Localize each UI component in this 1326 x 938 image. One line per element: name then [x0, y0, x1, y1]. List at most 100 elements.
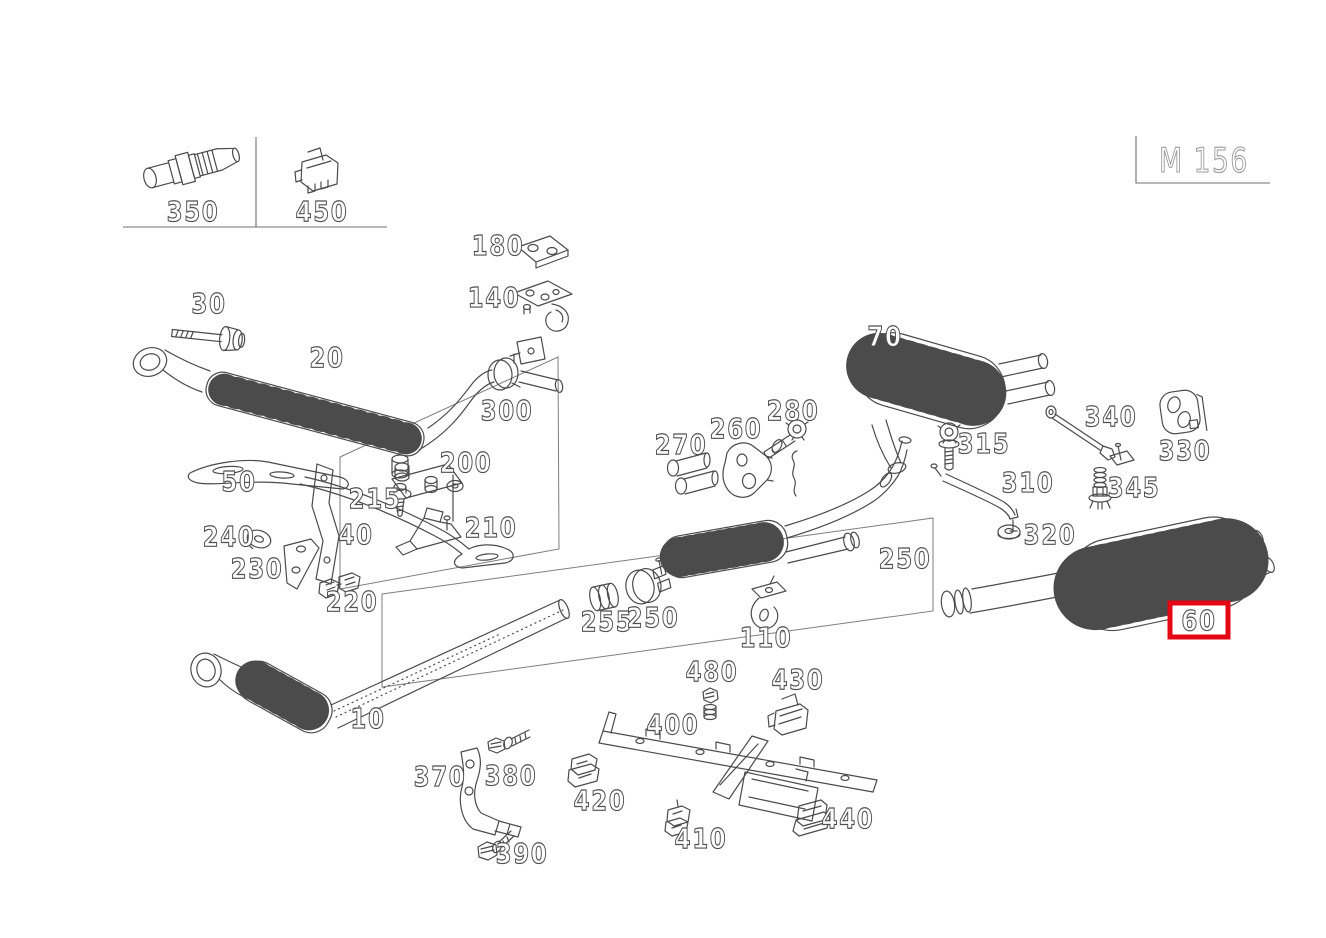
- part-number-text: 110: [740, 622, 793, 655]
- part-callout-400[interactable]: 400: [646, 708, 700, 742]
- part-callout-280[interactable]: 280: [766, 394, 820, 428]
- part-callout-320[interactable]: 320: [1023, 518, 1077, 552]
- part-400-drawing: [598, 711, 878, 822]
- part-callout-30[interactable]: 30: [191, 287, 226, 321]
- part-callout-40[interactable]: 40: [338, 518, 373, 552]
- part-number-text: 255: [581, 606, 634, 639]
- part-callout-180[interactable]: 180: [471, 229, 525, 263]
- part-number-text: 180: [472, 230, 525, 263]
- part-380-drawing: [487, 729, 531, 754]
- part-220-drawing: [318, 572, 361, 599]
- part-callout-480[interactable]: 480: [685, 655, 739, 689]
- part-number-text: 60: [1181, 605, 1216, 638]
- part-300-drawing: [487, 352, 521, 391]
- part-number-text: 315: [958, 428, 1011, 461]
- part-callout-370[interactable]: 370: [413, 760, 467, 794]
- part-number-text: 215: [349, 483, 402, 516]
- part-callout-410[interactable]: 410: [674, 822, 728, 856]
- part-number-text: 310: [1002, 467, 1055, 500]
- part-250-left-drawing: [625, 557, 672, 605]
- part-callout-10[interactable]: 10: [350, 702, 385, 736]
- part-callout-390[interactable]: 390: [495, 837, 549, 871]
- legend-frame: [123, 137, 387, 228]
- part-110-drawing: [750, 575, 787, 630]
- part-callout-230[interactable]: 230: [230, 552, 284, 586]
- part-number-text: 40: [338, 519, 373, 552]
- part-number-text: 400: [647, 709, 700, 742]
- part-callout-220[interactable]: 220: [325, 585, 379, 619]
- part-callout-340[interactable]: 340: [1084, 400, 1138, 434]
- part-260-drawing: [722, 442, 774, 498]
- part-callout-260[interactable]: 260: [709, 412, 763, 446]
- part-number-text: 210: [465, 512, 518, 545]
- part-callout-50[interactable]: 50: [221, 465, 256, 499]
- part-230-drawing: [283, 538, 320, 590]
- part-50-drawing: [187, 459, 514, 569]
- part-320-drawing: [997, 524, 1021, 540]
- part-345-drawing: [1088, 466, 1112, 510]
- part-number-text: 420: [574, 785, 627, 818]
- part-callout-450[interactable]: 450: [295, 195, 349, 229]
- part-callout-200[interactable]: 200: [439, 446, 493, 480]
- part-450-drawing: [294, 147, 339, 194]
- model-code-text: M 156: [1159, 142, 1249, 181]
- part-callout-250[interactable]: 250: [878, 542, 932, 576]
- part-number-text: 300: [481, 395, 534, 428]
- part-callout-430[interactable]: 430: [771, 663, 825, 697]
- part-callout-315[interactable]: 315: [957, 427, 1011, 461]
- part-10-drawing: [190, 599, 570, 735]
- part-480-drawing: [702, 687, 719, 721]
- part-callout-215[interactable]: 215: [348, 482, 402, 516]
- part-callout-350[interactable]: 350: [166, 195, 220, 229]
- part-number-text: 10: [350, 703, 385, 736]
- part-callout-210[interactable]: 210: [464, 511, 518, 545]
- model-code: M 156: [1159, 141, 1249, 181]
- part-number-text: 240: [203, 521, 256, 554]
- part-440-drawing: [792, 799, 831, 837]
- part-370-drawing: [459, 747, 522, 838]
- part-number-text: 280: [767, 395, 820, 428]
- part-number-text: 380: [485, 760, 538, 793]
- part-callout-330[interactable]: 330: [1158, 434, 1212, 468]
- part-330-drawing: [1159, 389, 1208, 435]
- part-number-text: 250: [879, 543, 932, 576]
- part-callout-440[interactable]: 440: [821, 802, 875, 836]
- part-number-text: 20: [309, 342, 344, 375]
- part-240-drawing: [246, 529, 272, 550]
- center-muffler-drawing: [659, 436, 912, 579]
- part-callout-250[interactable]: 250: [626, 601, 680, 635]
- part-70-drawing: [846, 332, 1056, 474]
- part-number-text: 390: [496, 838, 549, 871]
- model-code-frame: [1135, 136, 1270, 184]
- part-callout-60-highlighted[interactable]: 60: [1167, 600, 1231, 640]
- part-number-text: 340: [1085, 401, 1138, 434]
- part-140-drawing: [513, 280, 573, 332]
- part-200-drawing: [391, 462, 464, 522]
- part-callout-240[interactable]: 240: [202, 520, 256, 554]
- part-number-text: 410: [675, 823, 728, 856]
- part-430-drawing: [767, 693, 809, 736]
- part-callout-380[interactable]: 380: [484, 759, 538, 793]
- part-60-drawing: [940, 516, 1275, 632]
- part-callout-110[interactable]: 110: [739, 621, 793, 655]
- part-callout-300[interactable]: 300: [480, 394, 534, 428]
- part-callout-420[interactable]: 420: [573, 784, 627, 818]
- part-callout-270[interactable]: 270: [654, 428, 708, 462]
- highlight-box: [1167, 600, 1231, 640]
- part-callout-70[interactable]: 70: [867, 320, 902, 354]
- part-number-text: 345: [1108, 472, 1161, 505]
- part-number-text: 350: [167, 196, 220, 229]
- part-180-drawing: [517, 235, 569, 269]
- part-callout-140[interactable]: 140: [467, 281, 521, 315]
- part-410-drawing: [664, 799, 691, 837]
- part-callout-345[interactable]: 345: [1107, 471, 1161, 505]
- part-255-drawing: [589, 582, 619, 612]
- part-callout-20[interactable]: 20: [309, 341, 344, 375]
- part-callout-255[interactable]: 255: [580, 605, 634, 639]
- part-number-text: 50: [221, 466, 256, 499]
- part-420-drawing: [567, 753, 600, 788]
- part-callout-310[interactable]: 310: [1001, 466, 1055, 500]
- part-280-drawing: [763, 416, 809, 459]
